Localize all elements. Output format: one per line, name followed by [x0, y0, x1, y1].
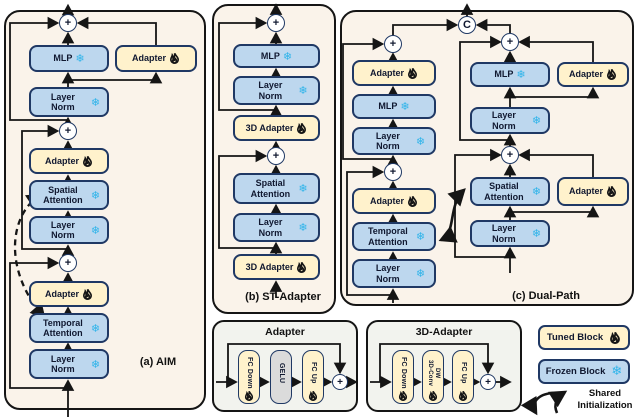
op-add-circle: +: [501, 146, 519, 164]
op-add-circle: +: [384, 163, 402, 181]
snowflake-icon: ❄: [75, 52, 85, 65]
flame-icon: [408, 67, 417, 79]
legend-tuned-block: Tuned Block: [538, 325, 630, 350]
block-adapter: Adapter: [352, 188, 436, 214]
op-add-circle: +: [267, 147, 285, 165]
snowflake-icon: ❄: [531, 227, 542, 240]
block-adapter: Adapter: [352, 60, 436, 86]
snowflake-icon: ❄: [531, 185, 542, 198]
block-mlp: MLP ❄: [470, 62, 550, 87]
flame-icon: [428, 391, 438, 401]
block-adapter: Adapter: [557, 177, 629, 206]
snowflake-icon: ❄: [516, 68, 526, 81]
legend-frozen-block: Frozen Block ❄: [538, 359, 630, 384]
snowflake-icon: ❄: [90, 188, 101, 202]
flame-icon: [297, 261, 307, 273]
block-layer-norm: Layer Norm ❄: [29, 349, 109, 379]
block-spatial-attention: Spatial Attention ❄: [233, 173, 320, 204]
flame-icon: [607, 186, 616, 197]
op-add-circle: +: [480, 374, 496, 390]
snowflake-icon: ❄: [90, 223, 101, 237]
op-add-circle: +: [59, 14, 77, 32]
flame-icon: [170, 53, 179, 64]
legend-shared-arrow-left: [520, 391, 554, 416]
snowflake-icon: ❄: [400, 100, 410, 113]
block-temporal-attention: Temporal Attention ❄: [352, 222, 436, 251]
caption-aim: (a) AIM: [139, 356, 177, 368]
legend-shared-arrow-right: [548, 390, 568, 414]
block-layer-norm: Layer Norm ❄: [352, 259, 436, 288]
block-mlp: MLP ❄: [29, 45, 109, 72]
caption-st-adapter: (b) ST-Adapter: [245, 291, 321, 303]
block-adapter: Adapter: [29, 148, 109, 174]
flame-icon: [297, 122, 307, 134]
legend-shared-initialization: Shared Initialization: [577, 388, 633, 412]
dw-3d-conv-block: DW 3D-Conv: [422, 350, 444, 404]
op-add-circle: +: [501, 33, 519, 51]
block-layer-norm: Layer Norm ❄: [352, 127, 436, 155]
flame-icon: [398, 391, 408, 401]
snowflake-icon: ❄: [298, 84, 308, 97]
fc-up-block: FC Up: [302, 350, 324, 404]
block-adapter: Adapter: [29, 281, 109, 307]
block-adapter: Adapter: [557, 62, 629, 87]
block-adapter: Adapter: [115, 45, 197, 72]
fc-down-block: FC Down: [238, 350, 260, 404]
flame-icon: [83, 288, 92, 300]
block-temporal-attention: Temporal Attention ❄: [29, 313, 109, 343]
op-add-circle: +: [267, 14, 285, 32]
caption-dual-path: (c) Dual-Path: [512, 290, 580, 302]
snowflake-icon: ❄: [90, 321, 101, 335]
snowflake-icon: ❄: [90, 95, 101, 109]
snowflake-icon: ❄: [531, 114, 542, 127]
flame-icon: [607, 69, 616, 80]
block-layer-norm: Layer Norm ❄: [470, 107, 550, 134]
flame-icon: [610, 331, 621, 344]
snowflake-icon: ❄: [298, 182, 308, 195]
op-add-circle: +: [59, 122, 77, 140]
flame-icon: [458, 391, 468, 401]
block-3d-adapter: 3D Adapter: [233, 254, 320, 280]
flame-icon: [408, 195, 417, 207]
fc-up-block: FC Up: [452, 350, 474, 404]
block-mlp: MLP ❄: [352, 94, 436, 119]
block-mlp: MLP ❄: [233, 44, 320, 68]
op-concat-circle: C: [458, 16, 476, 34]
snowflake-icon: ❄: [298, 221, 308, 234]
block-spatial-attention: Spatial Attention ❄: [470, 177, 550, 206]
flame-icon: [244, 391, 254, 401]
snowflake-icon: ❄: [415, 267, 426, 280]
block-layer-norm: Layer Norm ❄: [233, 76, 320, 105]
gelu-block: GELU: [270, 350, 292, 404]
block-layer-norm: Layer Norm ❄: [29, 87, 109, 117]
snowflake-icon: ❄: [415, 230, 426, 243]
shared-init-curved-arrow: [438, 188, 466, 243]
block-spatial-attention: Spatial Attention ❄: [29, 180, 109, 210]
block-layer-norm: Layer Norm ❄: [470, 220, 550, 247]
op-add-circle: +: [59, 254, 77, 272]
fc-down-block: FC Down: [392, 350, 414, 404]
op-add-circle: +: [332, 374, 348, 390]
block-3d-adapter: 3D Adapter: [233, 115, 320, 141]
adapter-3d-detail-title: 3D-Adapter: [415, 326, 473, 338]
adapter-detail-title: Adapter: [265, 326, 305, 338]
snowflake-icon: ❄: [90, 357, 101, 371]
snowflake-icon: ❄: [415, 134, 426, 148]
op-add-circle: +: [384, 35, 402, 53]
snowflake-icon: ❄: [282, 49, 293, 63]
flame-icon: [308, 391, 318, 401]
snowflake-icon: ❄: [611, 364, 623, 379]
flame-icon: [83, 155, 92, 167]
block-layer-norm: Layer Norm ❄: [29, 216, 109, 244]
block-layer-norm: Layer Norm ❄: [233, 213, 320, 242]
